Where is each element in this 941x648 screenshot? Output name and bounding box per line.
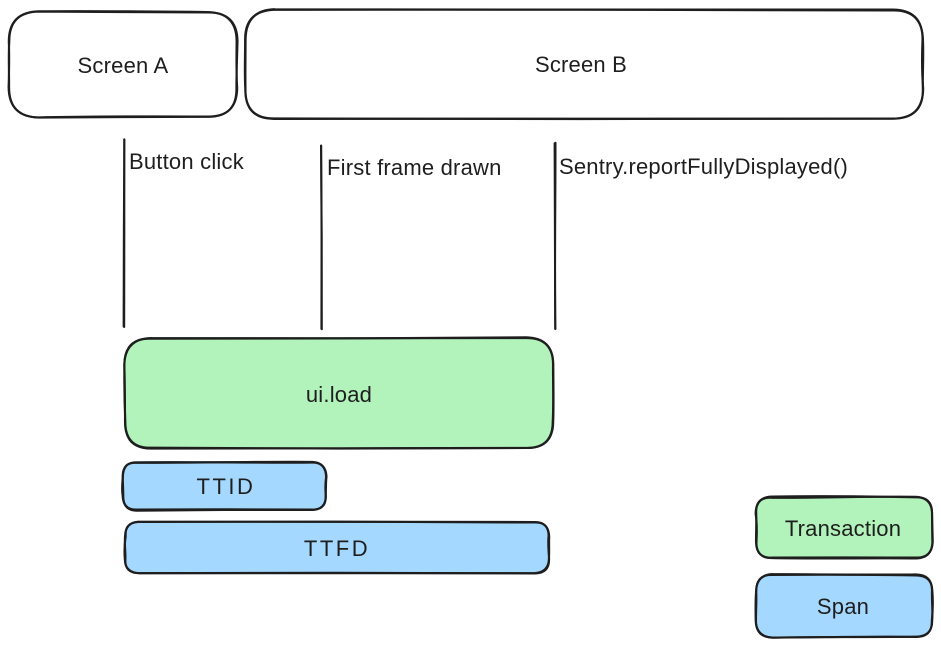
svg-text:Span: Span (817, 594, 869, 619)
svg-text:TTID: TTID (197, 474, 256, 499)
svg-text:ui.load: ui.load (306, 382, 372, 407)
svg-text:Transaction: Transaction (785, 516, 901, 541)
svg-text:Sentry.reportFullyDisplayed(): Sentry.reportFullyDisplayed() (559, 154, 848, 179)
svg-text:Screen B: Screen B (535, 52, 627, 77)
svg-text:Button click: Button click (129, 149, 245, 174)
svg-text:Screen A: Screen A (78, 53, 169, 78)
svg-text:TTFD: TTFD (304, 536, 370, 561)
svg-text:First frame drawn: First frame drawn (327, 155, 502, 180)
